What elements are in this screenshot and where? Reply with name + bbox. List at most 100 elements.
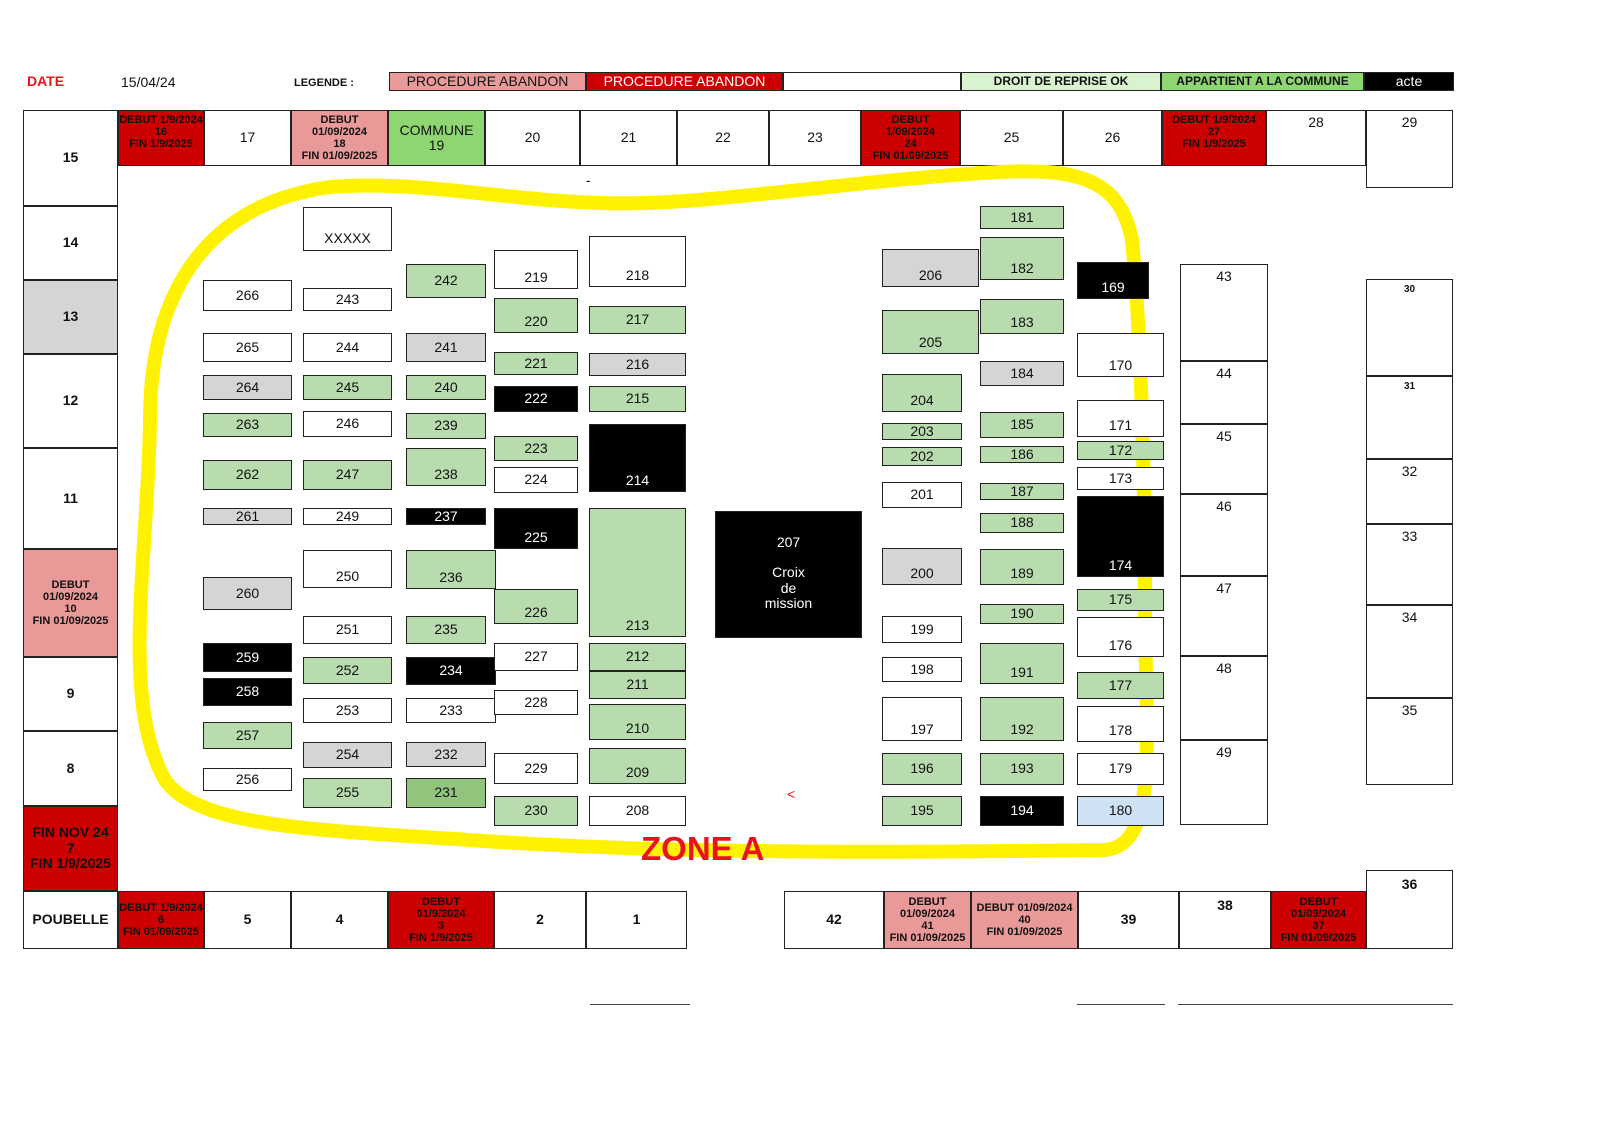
top-plot: 17 (204, 110, 291, 166)
side-plot: 49 (1180, 740, 1268, 825)
grave-plot: 263 (203, 413, 292, 437)
grave-plot: 176 (1077, 617, 1164, 657)
legend-item: PROCEDURE ABANDON (586, 72, 783, 91)
legend-label: LEGENDE : (294, 77, 354, 89)
grave-plot: 192 (980, 697, 1064, 741)
grave-plot: 206 (882, 249, 979, 287)
grave-plot: 234 (406, 657, 496, 685)
grave-plot: 183 (980, 299, 1064, 334)
grave-plot: 191 (980, 643, 1064, 684)
grave-plot: 223 (494, 436, 578, 461)
grave-plot: 221 (494, 352, 578, 375)
grave-plot: 197 (882, 697, 962, 741)
left-plot: DEBUT 01/09/2024 10 FIN 01/09/2025 (23, 549, 118, 657)
bottom-plot: 2 (494, 891, 586, 949)
stray-dash: - (586, 172, 591, 188)
side-plot: 48 (1180, 656, 1268, 740)
grave-plot: 224 (494, 467, 578, 493)
top-plot: DEBUT 01/09/2024 18 FIN 01/09/2025 (291, 110, 388, 166)
grave-plot: 256 (203, 768, 292, 791)
bottom-plot: 42 (784, 891, 884, 949)
date-value: 15/04/24 (121, 74, 176, 90)
legend-item: DROIT DE REPRISE OK (961, 72, 1161, 91)
grave-plot: 242 (406, 264, 486, 298)
left-plot: 11 (23, 448, 118, 549)
grave-plot: 174 (1077, 496, 1164, 577)
grave-plot: 210 (589, 704, 686, 740)
side-plot: 31 (1366, 376, 1453, 459)
left-plot: 15 (23, 110, 118, 206)
bottom-plot: 38 (1179, 891, 1271, 949)
grave-plot: 204 (882, 374, 962, 412)
side-plot: 32 (1366, 459, 1453, 524)
top-plot: 28 (1266, 110, 1366, 166)
side-plot: 45 (1180, 424, 1268, 494)
top-plot: 23 (769, 110, 861, 166)
grave-plot: 177 (1077, 672, 1164, 699)
grave-plot: 220 (494, 298, 578, 333)
legend-item: acte (1364, 72, 1454, 91)
grave-plot: 187 (980, 483, 1064, 500)
grave-plot: 254 (303, 742, 392, 768)
left-plot: 8 (23, 731, 118, 806)
grave-plot: 216 (589, 353, 686, 376)
grave-plot: 243 (303, 288, 392, 311)
top-plot: COMMUNE 19 (388, 110, 485, 166)
grave-plot: 184 (980, 361, 1064, 386)
top-plot: 26 (1063, 110, 1162, 166)
left-plot: 14 (23, 206, 118, 280)
bottom-plot: POUBELLE (23, 891, 118, 949)
bottom-plot: 4 (291, 891, 388, 949)
grave-plot: 241 (406, 333, 486, 362)
grave-plot: 186 (980, 446, 1064, 463)
grave-plot: 249 (303, 508, 392, 525)
grave-plot: 203 (882, 423, 962, 440)
grave-plot: 211 (589, 671, 686, 699)
bottom-plot: DEBUT 1/9/2024 6 FIN 01/09/2025 (118, 891, 204, 949)
grave-plot: 170 (1077, 333, 1164, 377)
top-plot: 21 (580, 110, 677, 166)
grave-plot: 255 (303, 778, 392, 808)
side-plot: 43 (1180, 264, 1268, 361)
grave-plot: 262 (203, 460, 292, 490)
bottom-plot: DEBUT 01/09/2024 37 FIN 01/09/2025 (1271, 891, 1366, 949)
grave-plot: 181 (980, 206, 1064, 229)
grave-plot: 232 (406, 742, 486, 767)
grave-plot: 180 (1077, 796, 1164, 826)
grave-plot: 261 (203, 508, 292, 525)
top-plot: 29 (1366, 110, 1453, 188)
grave-plot: 266 (203, 280, 292, 311)
legend-item (783, 72, 961, 91)
side-plot: 46 (1180, 494, 1268, 576)
grave-plot: 171 (1077, 400, 1164, 437)
grave-plot: 231 (406, 778, 486, 808)
bottom-plot: DEBUT 01/09/2024 41 FIN 01/09/2025 (884, 891, 971, 949)
top-plot: 22 (677, 110, 769, 166)
grave-plot: 173 (1077, 467, 1164, 490)
grave-plot: 201 (882, 482, 962, 508)
top-plot: 20 (485, 110, 580, 166)
grave-plot: 259 (203, 643, 292, 672)
grave-plot: 217 (589, 306, 686, 334)
grave-plot: 250 (303, 550, 392, 588)
side-plot: 35 (1366, 698, 1453, 785)
zone-title: ZONE A (641, 830, 765, 867)
grave-plot: 265 (203, 333, 292, 362)
grave-plot: 195 (882, 796, 962, 826)
grave-plot: 178 (1077, 706, 1164, 742)
grave-plot: 219 (494, 250, 578, 289)
grave-plot: 244 (303, 333, 392, 362)
bottom-plot: 1 (586, 891, 687, 949)
grave-plot: 264 (203, 375, 292, 400)
left-plot: FIN NOV 24 7 FIN 1/9/2025 (23, 806, 118, 891)
grave-plot: 238 (406, 448, 486, 486)
grave-plot: 229 (494, 753, 578, 784)
bottom-plot: 5 (204, 891, 291, 949)
grave-plot: 196 (882, 753, 962, 785)
grave-plot: 185 (980, 412, 1064, 438)
side-plot: 34 (1366, 605, 1453, 698)
legend-item: PROCEDURE ABANDON (389, 72, 586, 91)
stray-caret: < (787, 786, 796, 802)
grave-plot: 226 (494, 589, 578, 624)
date-label: DATE (27, 73, 65, 89)
